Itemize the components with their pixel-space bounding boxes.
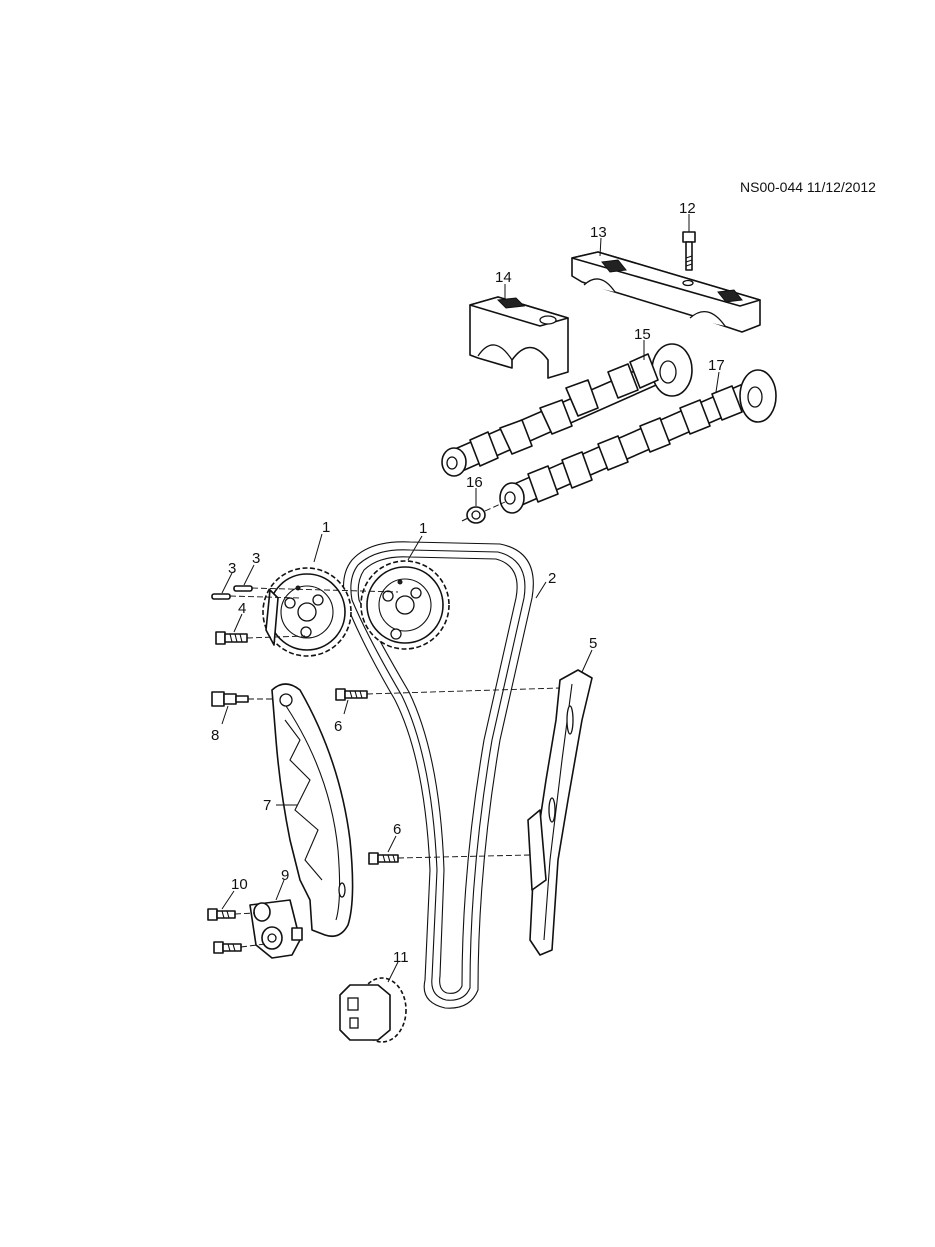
callout-7: 7 [263,797,298,814]
callout-13: 13 [590,224,607,257]
part-1-sprocket-right [360,560,450,650]
part-17-camshaft [499,369,777,514]
svg-text:12: 12 [679,200,696,217]
callout-3a: 3 [221,560,236,594]
svg-text:15: 15 [634,326,651,343]
part-9-chain-tensioner [249,899,303,959]
part-15-camshaft [441,343,693,477]
svg-text:1: 1 [419,520,427,537]
callout-5: 5 [581,635,597,673]
callout-4: 4 [233,600,246,633]
part-7-tensioner-rail [271,683,354,938]
part-8-pivot-bolt [211,691,280,707]
svg-text:1: 1 [322,519,330,536]
part-6-bolt-upper [335,687,561,701]
svg-text:17: 17 [708,357,725,374]
part-11-crankshaft-sprocket [339,977,407,1043]
svg-text:3: 3 [252,550,260,567]
callout-9: 9 [275,867,289,901]
callout-17: 17 [708,357,725,393]
svg-text:7: 7 [263,797,271,814]
callout-1a: 1 [313,519,330,563]
svg-text:10: 10 [231,876,248,893]
svg-text:13: 13 [590,224,607,241]
callout-10: 10 [221,876,248,910]
callout-15: 15 [634,326,651,360]
callout-12: 12 [679,200,696,232]
part-12-bolt [682,231,696,271]
part-4-bolt [215,631,306,645]
callout-8: 8 [211,705,229,744]
document-reference: NS00-044 11/12/2012 [740,179,876,195]
svg-text:2: 2 [548,570,556,587]
callout-16: 16 [466,474,483,506]
callout-2: 2 [535,570,556,599]
svg-text:16: 16 [466,474,483,491]
svg-text:11: 11 [393,949,409,966]
svg-text:3: 3 [228,560,236,577]
svg-text:5: 5 [589,635,597,652]
callout-11: 11 [387,949,409,983]
svg-text:6: 6 [334,718,342,735]
callout-3b: 3 [243,550,260,586]
part-6-bolt-lower [368,852,531,865]
callout-6b: 6 [387,821,401,853]
part-13-bearing-cap-bridge [571,251,761,333]
part-10-bolts [207,908,266,954]
part-14-bearing-cap [469,296,569,379]
svg-text:4: 4 [238,600,246,617]
callout-6a: 6 [334,699,349,735]
part-1-sprocket-left [262,567,352,657]
svg-text:14: 14 [495,269,512,286]
part-16-plug [461,501,506,524]
svg-text:6: 6 [393,821,401,838]
svg-text:9: 9 [281,867,289,884]
part-3-dowel-pins [211,585,399,600]
callout-1b: 1 [407,520,427,561]
svg-text:8: 8 [211,727,219,744]
part-5-guide-rail [527,669,593,956]
callout-14: 14 [495,269,512,300]
